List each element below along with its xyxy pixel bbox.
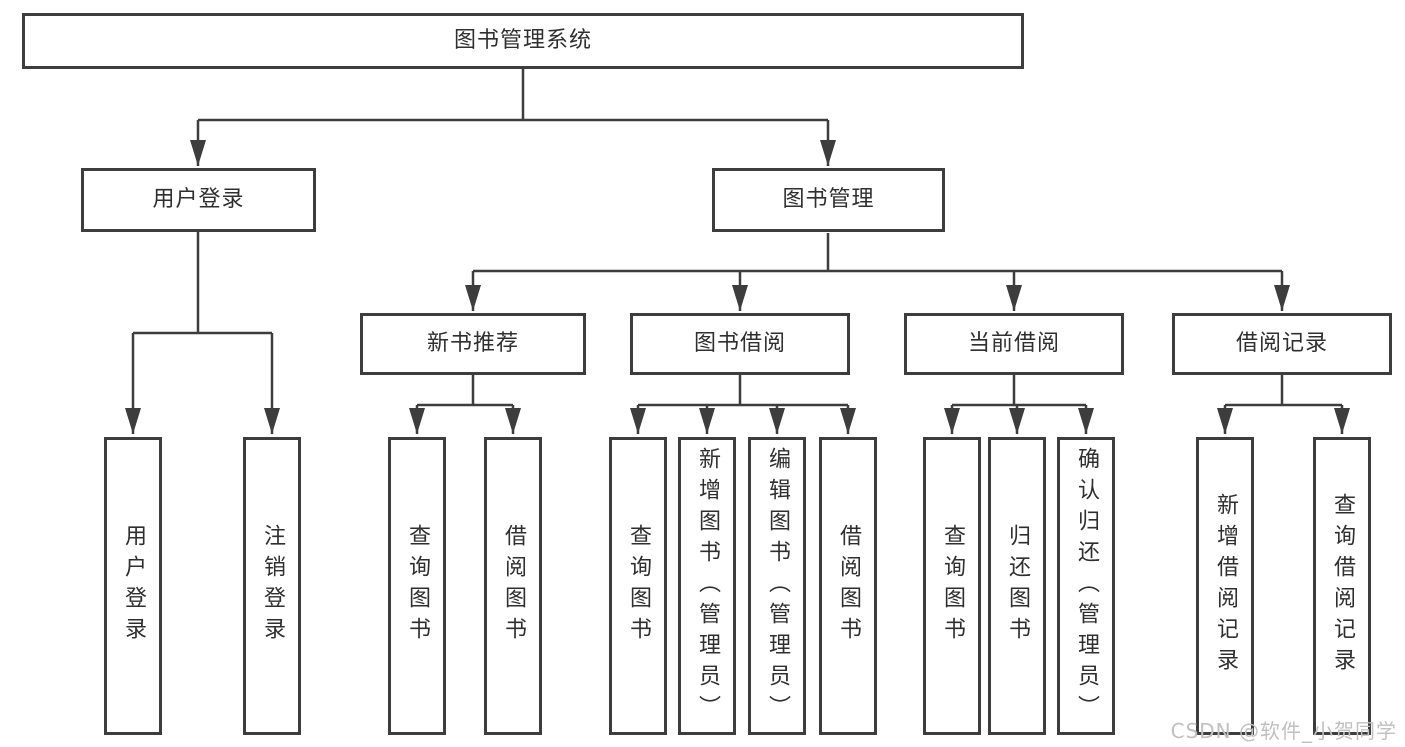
node-book-management-label: 图书管理 xyxy=(782,187,875,212)
node-book-borrow: 图书借阅 xyxy=(630,313,850,375)
leaf-confirm-return-admin-label: 确认归还（管理员） xyxy=(1074,446,1099,726)
leaf-query-borrow-record: 查询借阅记录 xyxy=(1313,437,1371,735)
node-book-management: 图书管理 xyxy=(712,168,945,232)
leaf-edit-books-admin-label: 编辑图书（管理员） xyxy=(765,446,790,726)
leaf-borrow-books-label: 借阅图书 xyxy=(836,524,861,648)
leaf-query-books-borrow-label: 查询图书 xyxy=(626,524,651,648)
leaf-add-books-admin-label: 新增图书（管理员） xyxy=(695,446,720,726)
node-current-borrow-label: 当前借阅 xyxy=(967,331,1060,356)
leaf-add-borrow-record: 新增借阅记录 xyxy=(1196,437,1254,735)
leaf-logout: 注销登录 xyxy=(243,437,301,735)
leaf-add-books-admin: 新增图书（管理员） xyxy=(678,437,736,735)
leaf-borrow-books-recommend: 借阅图书 xyxy=(484,437,542,735)
leaf-query-books-recommend-label: 查询图书 xyxy=(405,524,430,648)
node-new-book-recommend: 新书推荐 xyxy=(360,313,586,375)
node-user-login: 用户登录 xyxy=(81,168,316,232)
leaf-borrow-books-recommend-label: 借阅图书 xyxy=(501,524,526,648)
leaf-user-login: 用户登录 xyxy=(104,437,162,735)
leaf-return-books-label: 归还图书 xyxy=(1005,524,1030,648)
leaf-borrow-books: 借阅图书 xyxy=(819,437,877,735)
leaf-user-login-label: 用户登录 xyxy=(121,524,146,648)
node-root-label: 图书管理系统 xyxy=(453,28,592,53)
node-book-borrow-label: 图书借阅 xyxy=(693,331,786,356)
leaf-query-books-current: 查询图书 xyxy=(923,437,981,735)
leaf-add-borrow-record-label: 新增借阅记录 xyxy=(1213,493,1238,679)
leaf-query-books-borrow: 查询图书 xyxy=(609,437,667,735)
leaf-logout-label: 注销登录 xyxy=(260,524,285,648)
node-user-login-label: 用户登录 xyxy=(152,187,245,212)
node-borrow-records-label: 借阅记录 xyxy=(1235,331,1328,356)
leaf-return-books: 归还图书 xyxy=(988,437,1046,735)
leaf-confirm-return-admin: 确认归还（管理员） xyxy=(1057,437,1115,735)
node-borrow-records: 借阅记录 xyxy=(1172,313,1392,375)
leaf-query-borrow-record-label: 查询借阅记录 xyxy=(1330,493,1355,679)
leaf-query-books-current-label: 查询图书 xyxy=(940,524,965,648)
leaf-query-books-recommend: 查询图书 xyxy=(388,437,446,735)
leaf-edit-books-admin: 编辑图书（管理员） xyxy=(748,437,806,735)
node-root-library-system: 图书管理系统 xyxy=(22,13,1024,69)
node-new-book-recommend-label: 新书推荐 xyxy=(426,331,519,356)
node-current-borrow: 当前借阅 xyxy=(904,313,1124,375)
